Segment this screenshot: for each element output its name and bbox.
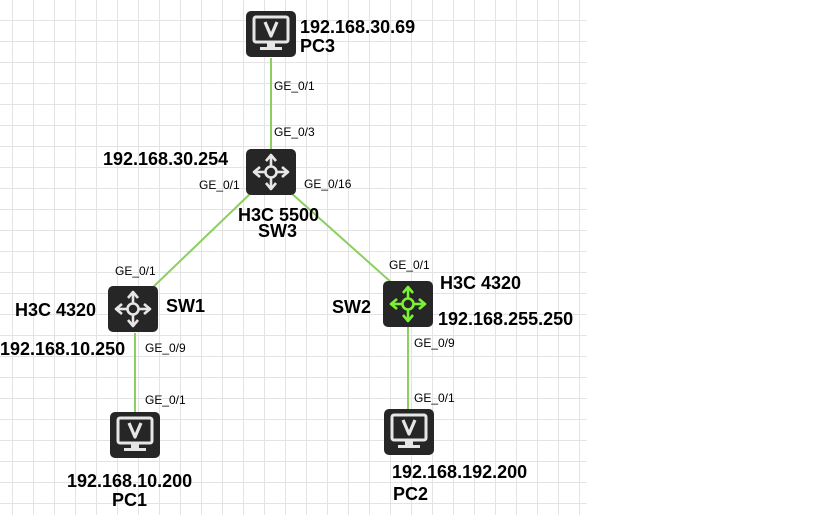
sw1-name: SW1 <box>166 296 206 316</box>
port-label: GE_0/1 <box>115 264 156 278</box>
switch-arrows-icon <box>108 286 158 332</box>
sw3-ip: 192.168.30.254 <box>103 149 229 169</box>
port-label: GE_0/1 <box>145 393 186 407</box>
link-sw3-sw1[interactable] <box>149 191 253 291</box>
sw1-model: H3C 4320 <box>15 300 97 320</box>
pc1-name: PC1 <box>112 490 148 510</box>
pc1-node[interactable] <box>109 411 161 459</box>
topology-canvas[interactable] <box>0 0 587 515</box>
port-label: GE_0/1 <box>199 178 240 192</box>
port-label: GE_0/9 <box>414 336 455 350</box>
monitor-icon <box>384 409 434 455</box>
monitor-icon <box>110 412 160 458</box>
port-label: GE_0/1 <box>389 258 430 272</box>
sw2-model: H3C 4320 <box>440 273 522 293</box>
pc2-name: PC2 <box>393 484 429 504</box>
sw1-node[interactable] <box>107 285 159 333</box>
pc1-ip: 192.168.10.200 <box>67 471 193 491</box>
pc3-ip: 192.168.30.69 <box>300 17 416 37</box>
link-sw3-sw2[interactable] <box>289 191 393 284</box>
sw3-name: SW3 <box>258 221 298 241</box>
sw2-name: SW2 <box>332 297 372 317</box>
sw3-node[interactable] <box>245 148 297 196</box>
sw2-node[interactable] <box>382 280 434 328</box>
port-label: GE_0/9 <box>145 341 186 355</box>
switch-arrows-icon <box>246 149 296 195</box>
blank-area <box>587 0 819 515</box>
sw1-ip: 192.168.10.250 <box>0 339 126 359</box>
switch-arrows-icon <box>383 281 433 327</box>
sw3-model: H3C 5500 <box>238 205 320 225</box>
port-label: GE_0/1 <box>274 79 315 93</box>
port-label: GE_0/3 <box>274 125 315 139</box>
pc2-node[interactable] <box>383 408 435 456</box>
port-label: GE_0/16 <box>304 177 352 191</box>
sw2-ip: 192.168.255.250 <box>438 309 574 329</box>
port-label: GE_0/1 <box>414 391 455 405</box>
monitor-icon <box>246 11 296 57</box>
pc3-name: PC3 <box>300 36 336 56</box>
pc3-node[interactable] <box>245 10 297 58</box>
pc2-ip: 192.168.192.200 <box>392 462 528 482</box>
